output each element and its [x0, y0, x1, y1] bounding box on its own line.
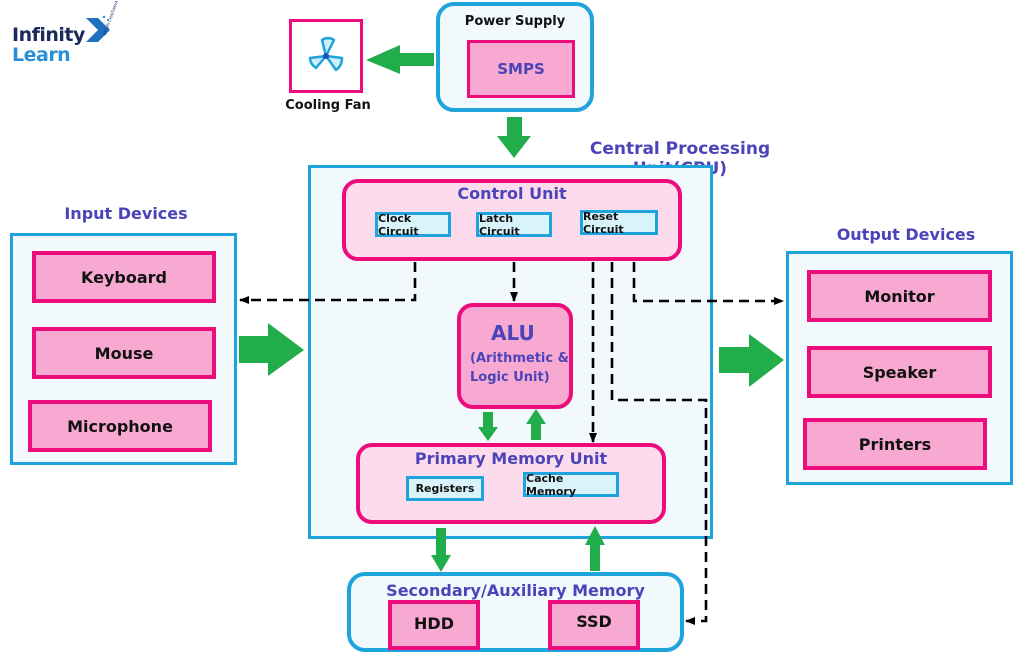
secondary-item-hdd: HDD	[388, 600, 480, 650]
arrow-cpu-to-output	[719, 334, 784, 387]
control-unit-box: Control Unit Clock Circuit Latch Circuit…	[342, 179, 682, 261]
registers-chip: Registers	[406, 476, 484, 501]
cooling-fan-label: Cooling Fan	[285, 98, 371, 113]
control-unit-title: Control Unit	[457, 184, 567, 203]
output-item-printers: Printers	[803, 418, 987, 470]
smps-box: SMPS	[467, 40, 575, 98]
cache-memory-chip: Cache Memory	[523, 472, 619, 498]
arrow-input-to-cpu	[239, 323, 304, 376]
clock-circuit-chip: Clock Circuit	[375, 212, 451, 238]
fan-icon	[308, 36, 344, 72]
primary-memory-box: Primary Memory Unit Registers Cache Memo…	[356, 443, 666, 524]
input-devices-title: Input Devices	[64, 204, 188, 223]
latch-circuit-chip: Latch Circuit	[476, 212, 552, 238]
secondary-memory-title: Secondary/Auxiliary Memory	[386, 581, 645, 600]
input-item-mouse: Mouse	[32, 327, 216, 379]
secondary-item-ssd: SSD	[548, 600, 640, 650]
logo: Infinity Learn BY SRI CHAITANYA	[10, 0, 120, 69]
input-item-microphone: Microphone	[28, 400, 212, 452]
output-item-monitor: Monitor	[807, 270, 992, 322]
logo-chevron-icon	[86, 15, 110, 42]
arrow-power-to-cpu	[497, 117, 531, 158]
output-item-speaker: Speaker	[807, 346, 992, 398]
cooling-fan-box	[289, 19, 363, 93]
alu-box: ALU (Arithmetic & Logic Unit)	[457, 303, 573, 409]
logo-text-infinity: Infinity	[12, 24, 85, 46]
alu-title: ALU	[491, 321, 535, 345]
power-supply-title: Power Supply	[464, 14, 566, 29]
alu-subtitle-line1: (Arithmetic &	[470, 351, 569, 366]
output-devices-title: Output Devices	[836, 225, 976, 244]
input-item-keyboard: Keyboard	[32, 251, 216, 303]
primary-memory-title: Primary Memory Unit	[414, 449, 608, 468]
alu-subtitle-line2: Logic Unit)	[470, 370, 550, 385]
arrow-power-to-fan	[366, 45, 434, 74]
logo-text-learn: Learn	[12, 44, 71, 66]
reset-circuit-chip: Reset Circuit	[580, 210, 658, 236]
power-supply-box: Power Supply SMPS	[436, 2, 594, 112]
